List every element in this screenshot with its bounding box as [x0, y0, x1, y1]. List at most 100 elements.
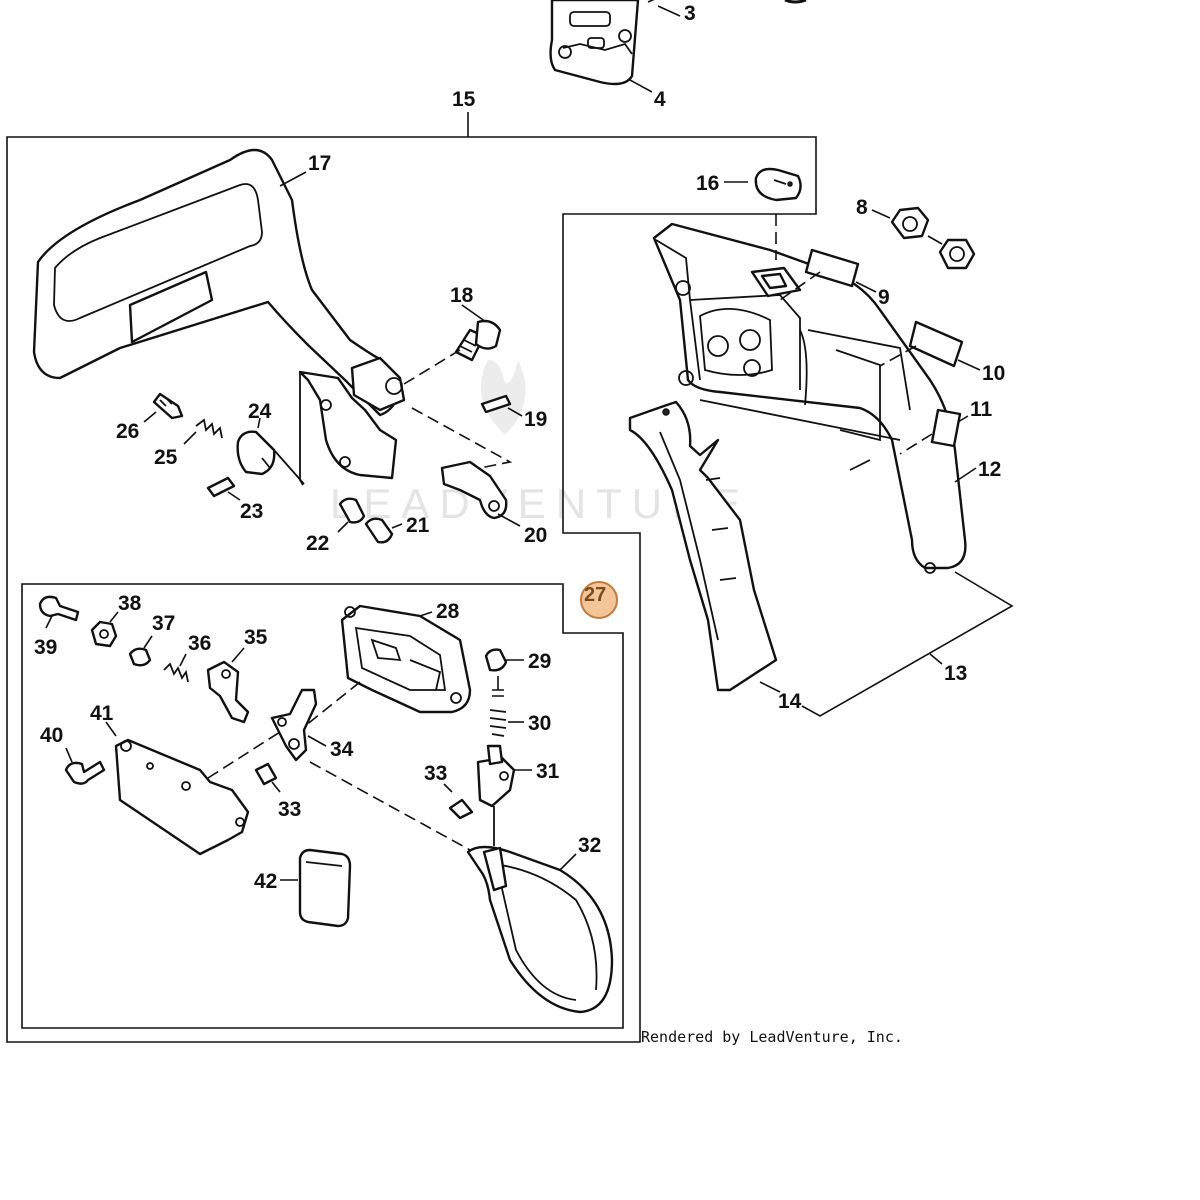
part-23-pin[interactable]: [206, 476, 236, 498]
callout-33-left[interactable]: 33: [278, 798, 301, 821]
leader-36: [179, 653, 187, 667]
callout-16[interactable]: 16: [696, 172, 719, 195]
part-32-brake-band[interactable]: [466, 845, 614, 1014]
assembly-15-frame: [6, 136, 817, 1043]
part-9-label[interactable]: [804, 248, 860, 288]
callout-36[interactable]: 36: [188, 632, 211, 655]
leader-35: [231, 647, 245, 663]
assembly-27-frame: [21, 583, 624, 1029]
part-29-nut[interactable]: [484, 648, 508, 672]
credit-text: Rendered by LeadVenture, Inc.: [641, 1028, 903, 1046]
part-16-cap[interactable]: [754, 167, 802, 202]
leader-21: [391, 523, 403, 529]
callout-15[interactable]: 15: [452, 88, 476, 111]
part-25-spring[interactable]: [195, 418, 223, 439]
callout-17[interactable]: 17: [308, 152, 331, 175]
part-36-spring[interactable]: [163, 662, 189, 683]
callout-31[interactable]: 31: [536, 760, 560, 783]
part-8-nut[interactable]: [890, 206, 930, 240]
part-30-spring[interactable]: [489, 709, 507, 737]
part-4-guide-plate[interactable]: [549, 0, 640, 86]
callout-18[interactable]: 18: [450, 284, 474, 307]
part-8-nut-second[interactable]: [938, 238, 976, 270]
callout-27[interactable]: 27: [584, 584, 606, 606]
leader-10: [957, 359, 981, 371]
part-20-lever[interactable]: [440, 460, 508, 520]
callout-14[interactable]: 14: [778, 690, 802, 713]
leader-11: [957, 415, 969, 423]
leader-4: [629, 79, 653, 93]
leader-24: [257, 417, 261, 429]
leader-12: [954, 467, 977, 483]
leader-9: [855, 281, 877, 293]
part-42-plate[interactable]: [298, 848, 352, 928]
callout-23[interactable]: 23: [240, 500, 263, 523]
callout-3[interactable]: 3: [684, 2, 696, 25]
leader-41: [105, 721, 117, 737]
callout-28[interactable]: 28: [436, 600, 460, 623]
callout-32[interactable]: 32: [578, 834, 601, 857]
leader-3: [657, 5, 681, 17]
part-21-bushing[interactable]: [364, 517, 394, 544]
part-19-pin[interactable]: [480, 394, 512, 414]
part-39-screw[interactable]: [38, 595, 80, 622]
part-38-nut[interactable]: [90, 620, 118, 648]
leader-22: [337, 521, 349, 533]
callout-42[interactable]: 42: [254, 870, 277, 893]
callout-11[interactable]: 11: [970, 398, 993, 421]
callout-9[interactable]: 9: [878, 286, 890, 309]
callout-25[interactable]: 25: [154, 446, 178, 469]
part-22-bushing[interactable]: [338, 497, 366, 524]
callout-27-highlight[interactable]: [580, 581, 618, 619]
callout-13[interactable]: 13: [944, 662, 967, 685]
leader-26: [143, 411, 157, 423]
part-17-hand-guard[interactable]: [32, 148, 406, 486]
leader-38: [109, 611, 119, 623]
callout-38[interactable]: 38: [118, 592, 142, 615]
callout-35[interactable]: 35: [244, 626, 268, 649]
part-35-lever[interactable]: [206, 660, 250, 724]
callout-19[interactable]: 19: [524, 408, 547, 431]
callout-33-right[interactable]: 33: [424, 762, 447, 785]
callout-12[interactable]: 12: [978, 458, 1001, 481]
callout-4[interactable]: 4: [654, 88, 666, 111]
callout-8[interactable]: 8: [856, 196, 868, 219]
part-12-sprocket-cover[interactable]: [652, 222, 967, 574]
leader-13-bracket: [801, 571, 1014, 717]
callout-39[interactable]: 39: [34, 636, 57, 659]
leader-28: [419, 611, 433, 617]
callout-10[interactable]: 10: [982, 362, 1005, 385]
callout-41[interactable]: 41: [90, 702, 114, 725]
part-41-brake-cover[interactable]: [114, 738, 250, 856]
part-31-adjuster[interactable]: [476, 744, 516, 808]
part-10-label[interactable]: [908, 320, 964, 368]
callout-22[interactable]: 22: [306, 532, 329, 555]
callout-21[interactable]: 21: [406, 514, 430, 537]
part-34-brake-lever[interactable]: [270, 688, 318, 762]
part-14-deflector[interactable]: [628, 400, 778, 692]
leader-8: [871, 209, 891, 219]
callout-34[interactable]: 34: [330, 738, 354, 761]
callout-24[interactable]: 24: [248, 400, 272, 423]
leader-33-left: [271, 781, 281, 793]
leader-18: [461, 304, 487, 323]
callout-37[interactable]: 37: [152, 612, 175, 635]
part-26-threaded-pin[interactable]: [152, 392, 184, 420]
leader-33-right: [443, 783, 453, 793]
part-40-screw[interactable]: [64, 760, 106, 785]
part-18-screw[interactable]: [454, 319, 502, 362]
part-11-label[interactable]: [930, 408, 962, 448]
part-33-pin[interactable]: [448, 798, 474, 820]
leader-34: [307, 735, 327, 747]
callout-26[interactable]: 26: [116, 420, 139, 443]
part-28-brake-housing[interactable]: [340, 604, 472, 714]
callout-40[interactable]: 40: [40, 724, 63, 747]
part-24-sleeve[interactable]: [236, 430, 276, 476]
callout-20[interactable]: 20: [524, 524, 547, 547]
callout-30[interactable]: 30: [528, 712, 551, 735]
callout-29[interactable]: 29: [528, 650, 551, 673]
part-33-pin-second[interactable]: [254, 762, 278, 786]
leader-40: [65, 747, 73, 763]
part-37-washer[interactable]: [128, 647, 152, 667]
